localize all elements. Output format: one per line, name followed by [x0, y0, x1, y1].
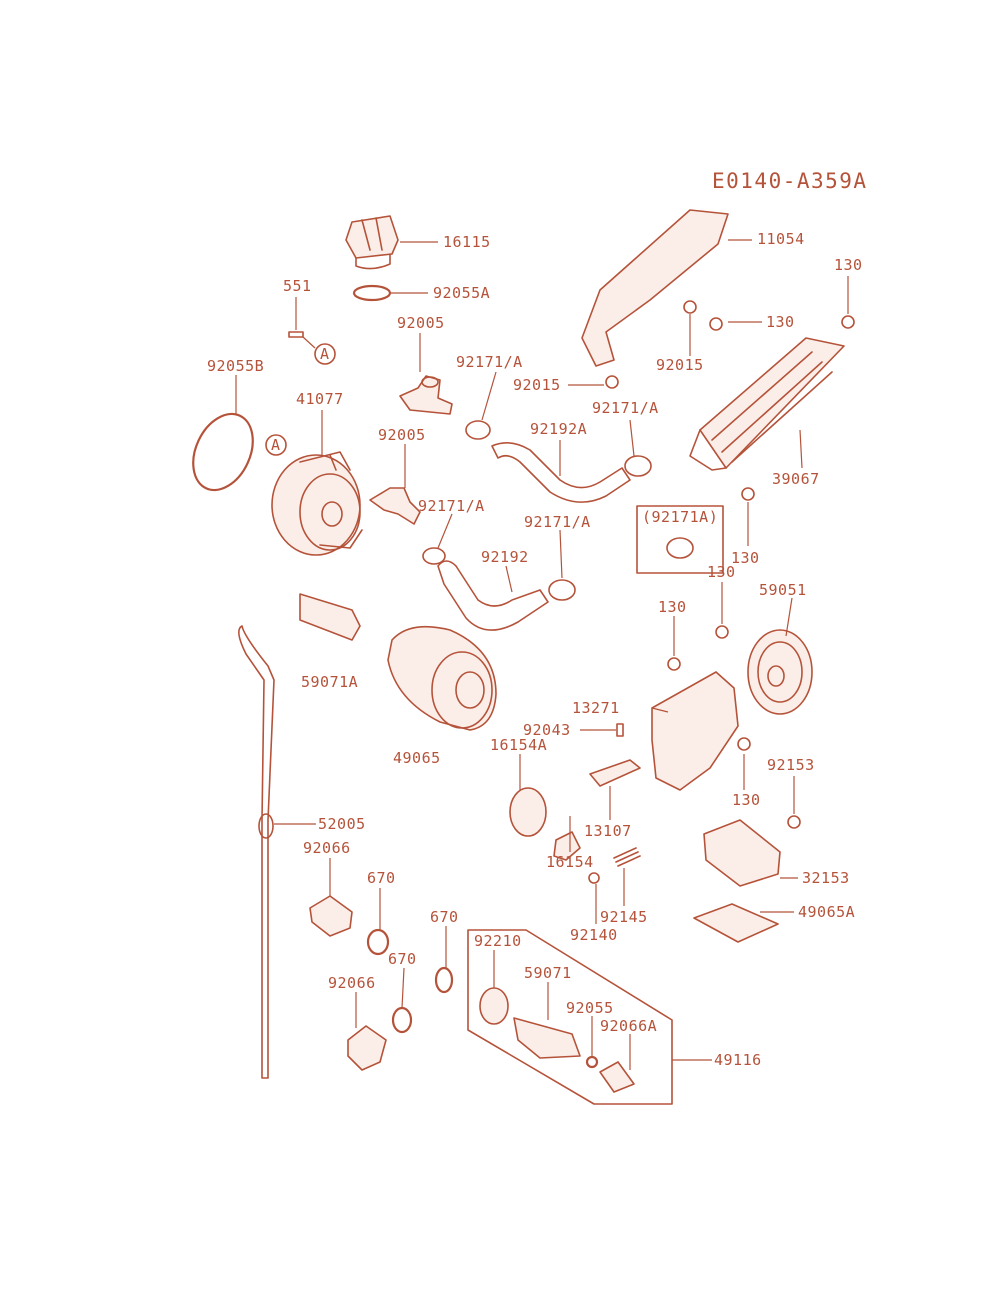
label-92171a-2: 92171/A: [592, 399, 659, 417]
label-92192a: 92192A: [530, 420, 587, 438]
leader-lines: [235, 239, 849, 1070]
label-59051: 59051: [759, 581, 807, 599]
oil-filter-49065-part: [387, 625, 497, 731]
label-92015-left: 92015: [513, 376, 561, 394]
o-ring-92055b-part: [192, 412, 254, 492]
gear-59051-part: [747, 629, 813, 715]
ball-92140-part: [588, 872, 600, 884]
label-130-f: 130: [732, 791, 761, 809]
pin-92043-part: [616, 723, 624, 737]
oil-filler-cap-part: [345, 215, 399, 270]
valve-body-32153-part: [703, 819, 781, 887]
label-49116: 49116: [714, 1051, 762, 1069]
label-130-b: 130: [766, 313, 795, 331]
elbow-fitting-mid-part: [369, 487, 421, 525]
label-92192: 92192: [481, 548, 529, 566]
label-11054: 11054: [757, 230, 805, 248]
label-49065: 49065: [393, 749, 441, 767]
spring-92145-part: [613, 847, 641, 867]
label-92066-top: 92066: [303, 839, 351, 857]
dipstick-52005-part: [238, 625, 275, 1079]
callout-marker-a-2: A: [265, 434, 287, 456]
assembly-49116-part: [467, 929, 673, 1105]
svg-text:A: A: [271, 436, 281, 454]
shaft-13107-part: [589, 759, 641, 787]
callout-marker-a-1: A: [314, 343, 336, 365]
label-92055b: 92055B: [207, 357, 264, 375]
gasket-670-c-part: [391, 1006, 413, 1034]
rotor-16154a-part: [509, 787, 547, 837]
gasket-670-b-part: [434, 966, 454, 994]
label-670-a: 670: [367, 869, 396, 887]
label-59071: 59071: [524, 964, 572, 982]
filter-bracket-41077-part: [271, 451, 363, 556]
label-130-e: 130: [658, 598, 687, 616]
label-49065a: 49065A: [798, 903, 855, 921]
label-92055: 92055: [566, 999, 614, 1017]
label-92153: 92153: [767, 756, 815, 774]
strainer-49065a-part: [693, 903, 779, 943]
label-59071a: 59071A: [301, 673, 358, 691]
label-92066a: 92066A: [600, 1017, 657, 1035]
rotor-16154-part: [553, 831, 581, 861]
label-92005-mid: 92005: [378, 426, 426, 444]
hose-92192-part: [437, 560, 549, 631]
label-16115: 16115: [443, 233, 491, 251]
label-92171a-inset: (92171A): [642, 508, 718, 526]
label-39067: 39067: [772, 470, 820, 488]
nut-92015-right-part: [683, 300, 697, 314]
label-92210: 92210: [474, 932, 522, 950]
label-32153: 32153: [802, 869, 850, 887]
oil-cooler-39067-part: [689, 337, 845, 471]
label-52005: 52005: [318, 815, 366, 833]
label-92005-top: 92005: [397, 314, 445, 332]
label-13271: 13271: [572, 699, 620, 717]
label-92140: 92140: [570, 926, 618, 944]
label-92171a-1: 92171/A: [456, 353, 523, 371]
nut-92015-left-part: [605, 375, 619, 389]
diagram-code: E0140-A359A: [712, 169, 868, 193]
pump-plate-13271-part: [651, 671, 739, 791]
fitting-59071a-part: [299, 593, 361, 641]
bracket-11054-part: [581, 209, 729, 367]
label-92066-bottom: 92066: [328, 974, 376, 992]
label-13107: 13107: [584, 822, 632, 840]
label-130-d: 130: [707, 563, 736, 581]
label-130-a: 130: [834, 256, 863, 274]
label-92171a-4: 92171/A: [524, 513, 591, 531]
pin-551-part: [288, 331, 304, 338]
gasket-670-a-part: [366, 928, 390, 956]
clamp-inset-box: [636, 505, 724, 574]
label-92015-right: 92015: [656, 356, 704, 374]
plug-92066-top-part: [309, 895, 353, 937]
label-92043: 92043: [523, 721, 571, 739]
label-41077: 41077: [296, 390, 344, 408]
label-670-c: 670: [388, 950, 417, 968]
label-16154a: 16154A: [490, 736, 547, 754]
label-551: 551: [283, 277, 312, 295]
bolts-130: [667, 315, 855, 829]
label-92055a: 92055A: [433, 284, 490, 302]
svg-text:A: A: [320, 345, 330, 363]
hose-92192a-part: [491, 442, 631, 503]
label-16154: 16154: [546, 853, 594, 871]
label-92171a-3: 92171/A: [418, 497, 485, 515]
o-ring-92055a-part: [352, 284, 392, 302]
label-130-c: 130: [731, 549, 760, 567]
elbow-fitting-top-part: [399, 375, 453, 415]
label-92145: 92145: [600, 908, 648, 926]
plug-92066-bottom-part: [347, 1025, 387, 1071]
label-670-b: 670: [430, 908, 459, 926]
hose-clamps: [422, 420, 694, 601]
